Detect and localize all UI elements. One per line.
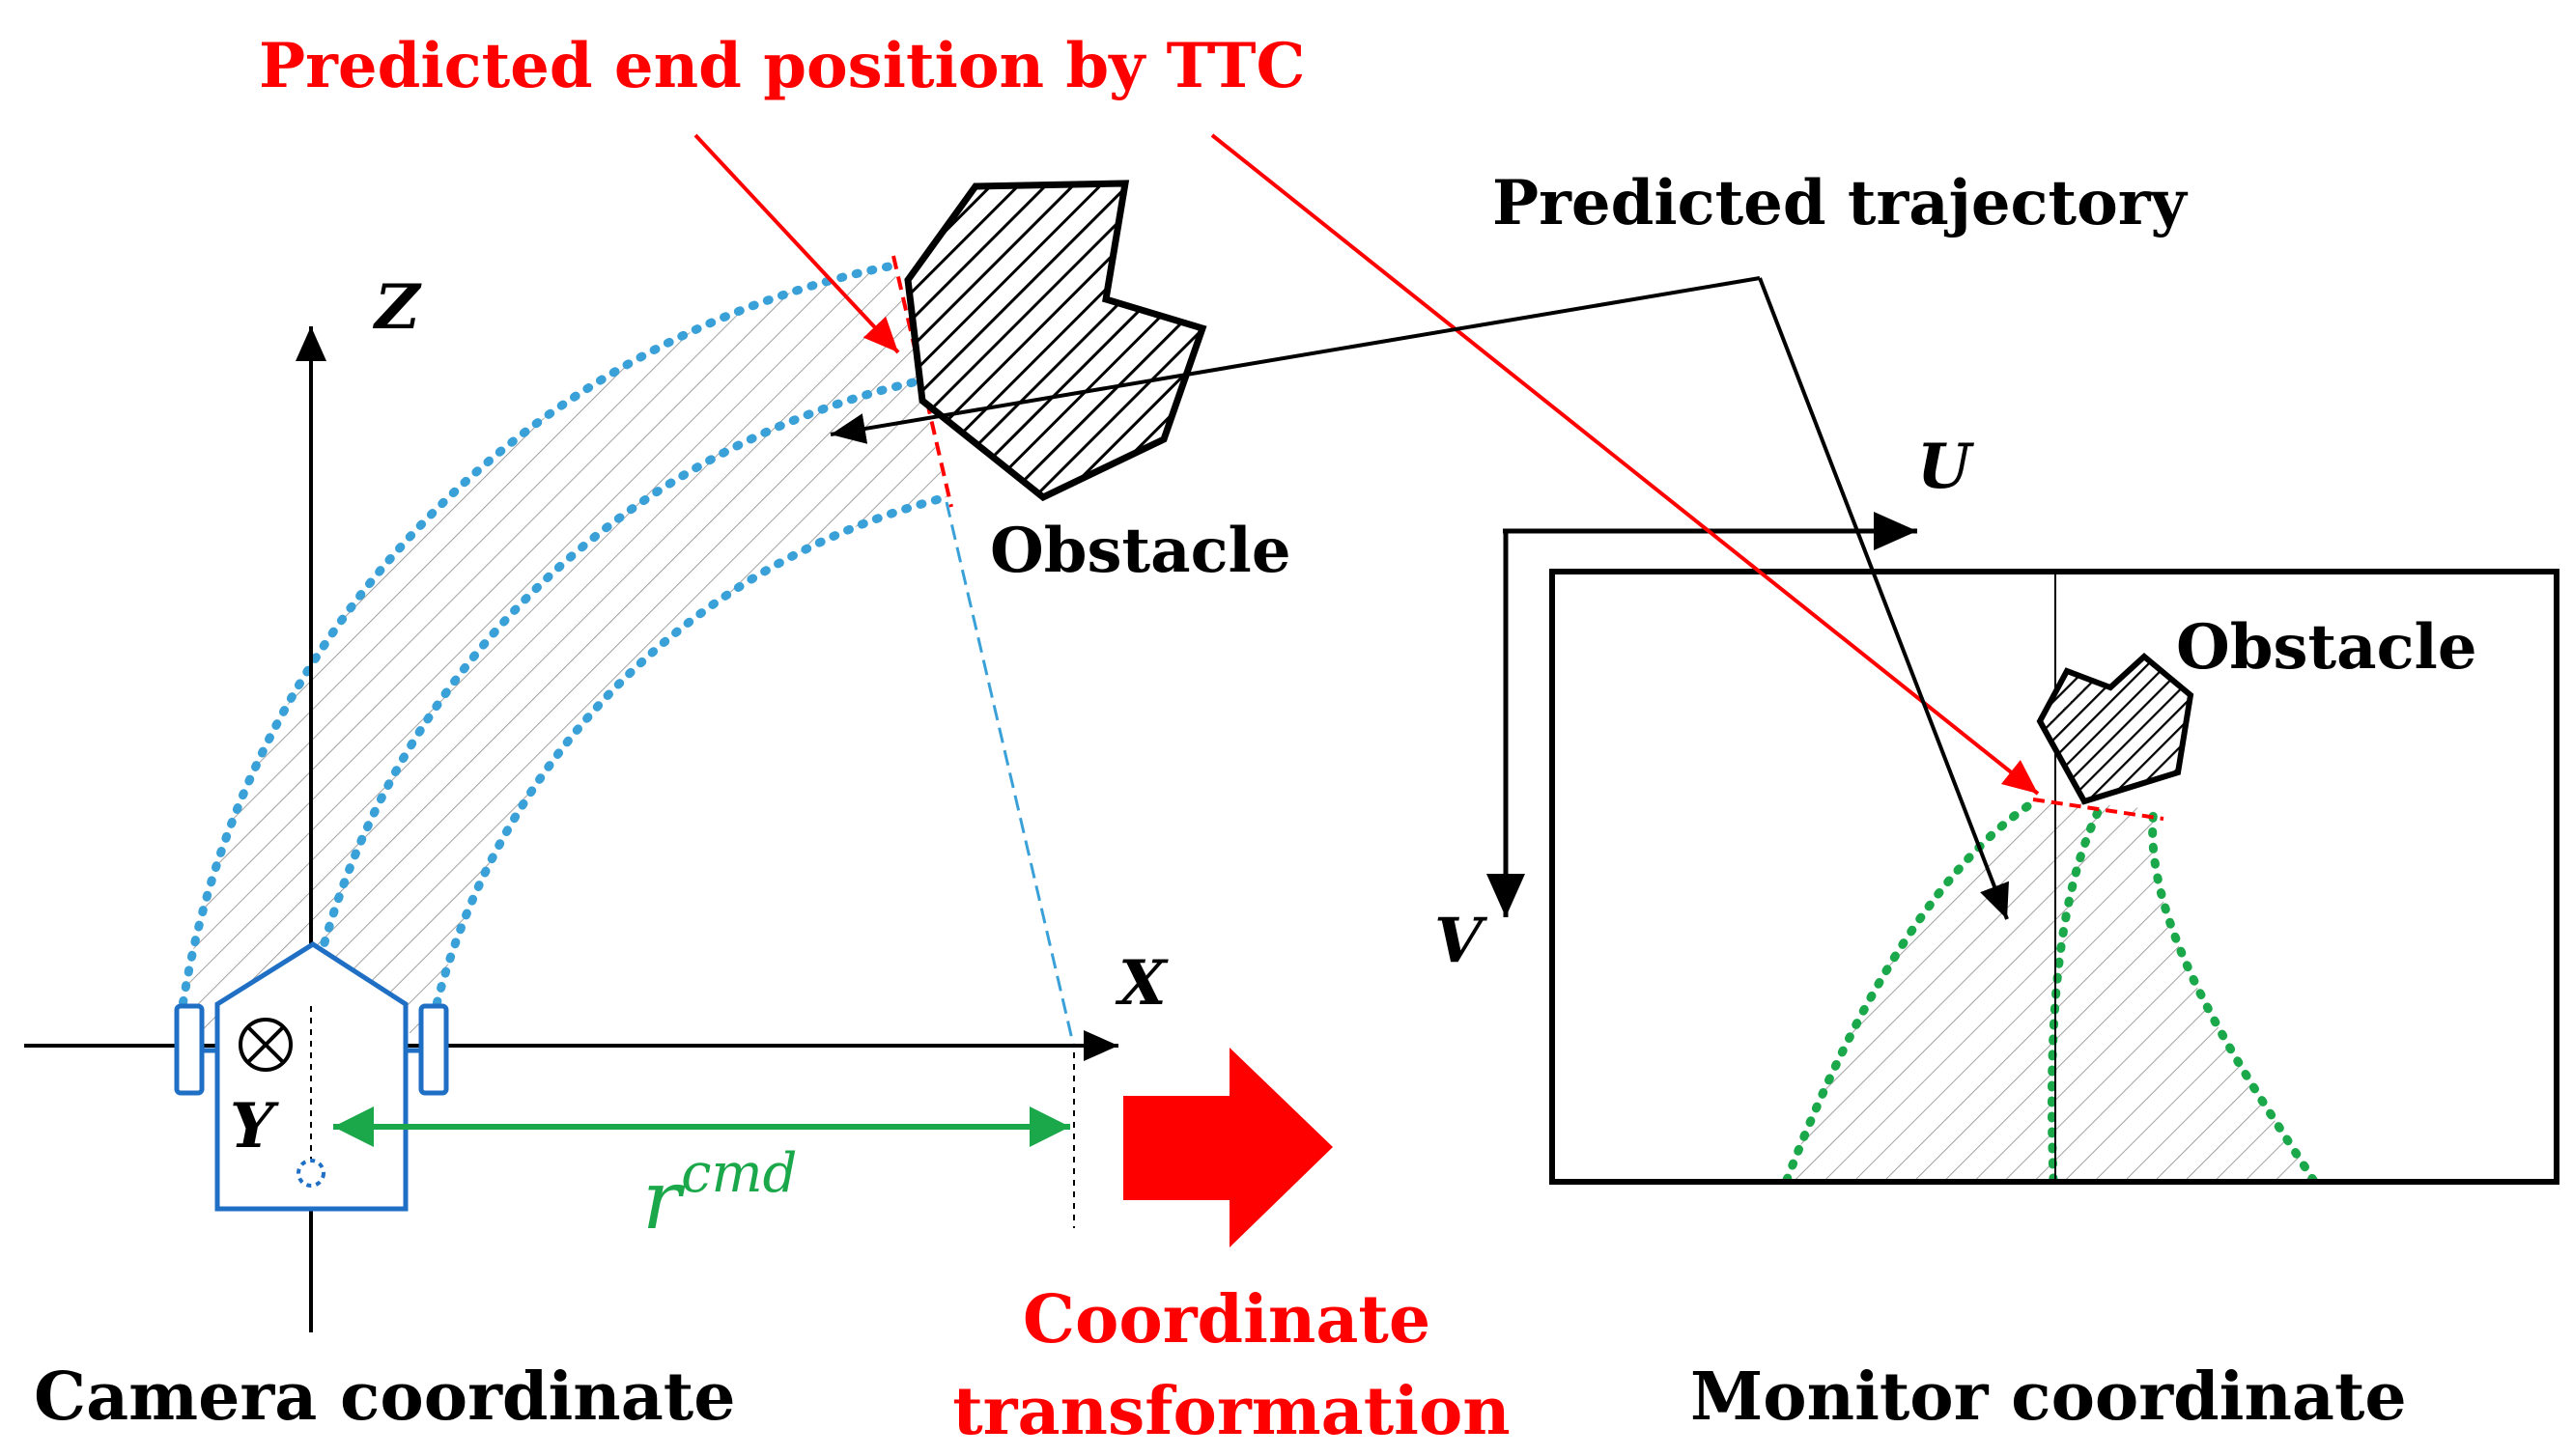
r-cmd-label: rcmd — [642, 1142, 797, 1247]
right-block-arrow-icon — [1123, 1048, 1333, 1247]
left-wheel — [174, 1003, 205, 1096]
right-wheel — [418, 1003, 449, 1096]
trajectory-outer-boundary — [174, 261, 898, 1038]
u-axis-label: U — [1917, 431, 1975, 503]
obstacle-label-camera: Obstacle — [990, 515, 1291, 587]
monitor-center-line — [2047, 801, 2106, 1179]
trajectory-inner-boundary — [425, 492, 951, 1038]
x-axis-label: X — [1115, 947, 1169, 1020]
monitor-left-boundary — [1782, 795, 2043, 1179]
obstacle-shape — [904, 180, 1207, 502]
monitor-trajectory-band — [1787, 799, 2313, 1179]
camera-coordinate-title: Camera coordinate — [34, 1358, 735, 1436]
circled-times-icon — [239, 1018, 293, 1072]
camera-coordinate-panel — [24, 180, 1207, 1332]
monitor-coordinate-panel — [1486, 512, 2559, 1185]
trajectory-center-line — [299, 377, 922, 1038]
monitor-right-boundary — [2148, 804, 2318, 1179]
turn-radius-line — [945, 501, 1076, 1049]
coordinate-transformation-line1: Coordinate — [1023, 1281, 1430, 1358]
monitor-predicted-end-boundary — [2032, 798, 2164, 821]
annotation-pointers — [693, 133, 2040, 920]
obstacle-label-monitor: Obstacle — [2176, 611, 2477, 684]
camera-origin — [297, 1159, 325, 1188]
v-axis-label: V — [1434, 905, 1488, 977]
z-axis-label: Z — [372, 271, 422, 344]
monitor-coordinate-title: Monitor coordinate — [1690, 1358, 2407, 1436]
monitor-obstacle-shape — [2036, 653, 2194, 805]
predicted-end-label: Predicted end position by TTC — [259, 30, 1305, 102]
predicted-trajectory-label: Predicted trajectory — [1492, 167, 2188, 239]
coordinate-transformation-line2: transformation — [952, 1373, 1511, 1450]
camera-trajectory-band — [179, 266, 947, 1033]
y-axis-label: Y — [230, 1090, 279, 1162]
